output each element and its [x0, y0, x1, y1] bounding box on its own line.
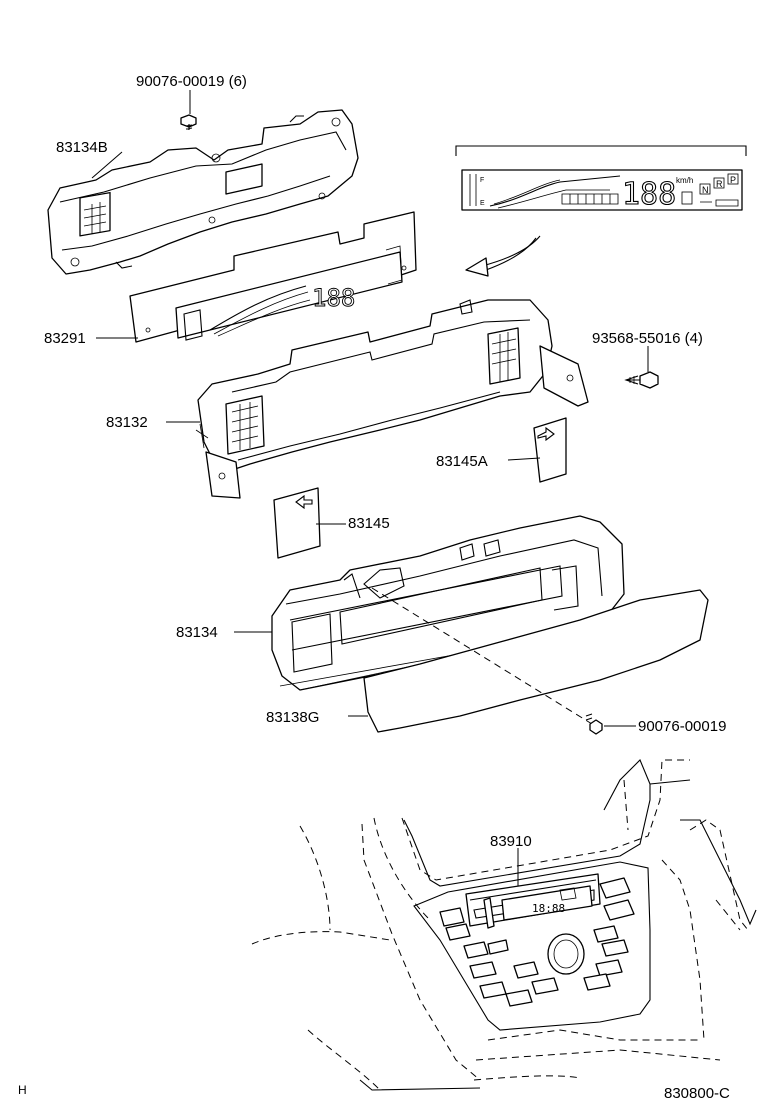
- label-label: 83145: [348, 515, 390, 532]
- label-plate-83145: [273, 487, 321, 559]
- footer-left-code: H: [18, 1083, 27, 1097]
- label-plate-83145a: [533, 417, 567, 483]
- svg-text:F: F: [480, 177, 484, 184]
- leader-label-a: [507, 457, 541, 461]
- cluster-83134: [271, 515, 625, 691]
- lcd-gear-p: P: [730, 175, 736, 185]
- label-screw-bottom: 90076-00019: [638, 718, 726, 735]
- lcd-unit: km/h: [676, 176, 693, 185]
- board-digits: 188: [312, 284, 355, 312]
- dashboard-center: 18:88: [251, 759, 757, 1091]
- lcd-detail: F E 188 km/h N R P: [455, 145, 747, 213]
- case-83132: [195, 299, 589, 499]
- lens-83138g: [363, 589, 709, 733]
- leader-bracket: [91, 151, 123, 179]
- label-bracket: 83134B: [56, 139, 108, 156]
- screw-top: [180, 114, 197, 130]
- label-lens: 83138G: [266, 709, 319, 726]
- clock-unit-83910: 18:88: [465, 873, 601, 929]
- svg-text:188: 188: [622, 177, 676, 212]
- lcd-gear-r: R: [716, 179, 723, 189]
- bolt: [624, 371, 659, 389]
- arrow-icon: [465, 235, 541, 277]
- svg-text:E: E: [480, 200, 485, 207]
- label-bolt: 93568-55016 (4): [592, 330, 703, 347]
- bracket-83134b: [47, 109, 359, 275]
- label-clock: 83910: [490, 833, 532, 850]
- label-cluster: 83134: [176, 624, 218, 641]
- lcd-gear-n: N: [702, 185, 709, 195]
- screw-bottom: [585, 713, 603, 735]
- diagram-code: 830800-C: [664, 1085, 730, 1102]
- clock-readout: 18:88: [532, 902, 565, 915]
- lcd-digits: 188: [621, 176, 676, 212]
- label-display-board: 83291: [44, 330, 86, 347]
- label-screw-top: 90076-00019 (6): [136, 73, 247, 90]
- label-label-a: 83145A: [436, 453, 488, 470]
- display-board-83291: 188: [129, 211, 417, 343]
- label-case: 83132: [106, 414, 148, 431]
